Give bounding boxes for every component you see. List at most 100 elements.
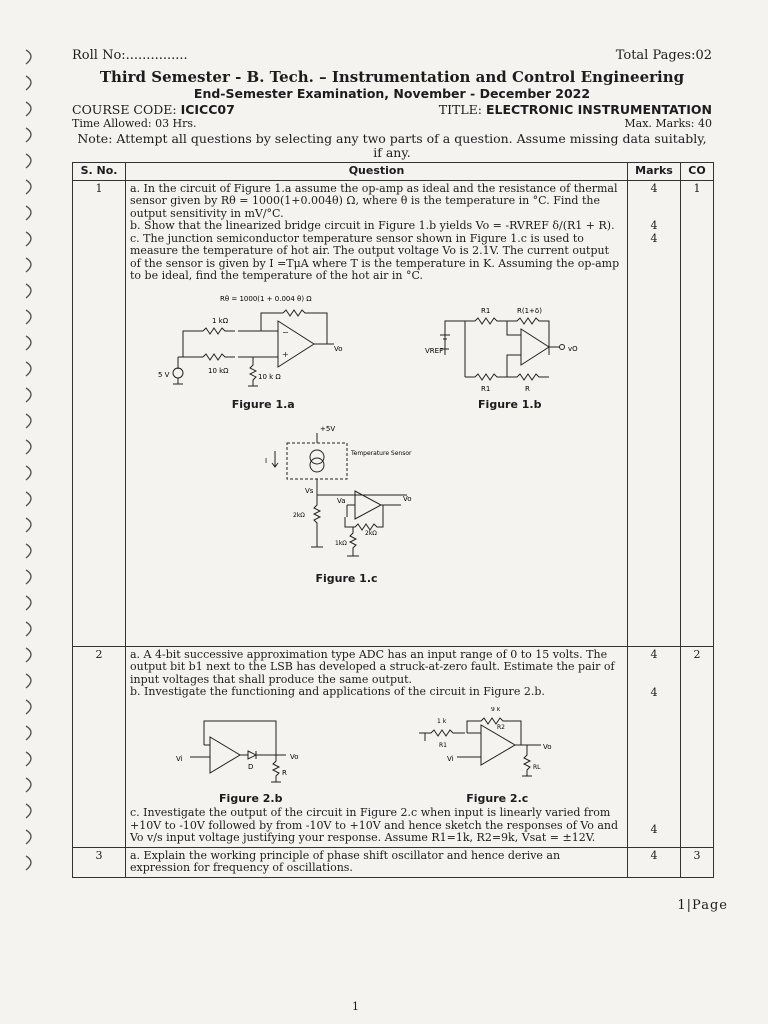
fig2c-r1-val: 1 k [437,718,447,725]
table-header-row: S. No. Question Marks CO [72,162,714,181]
fig2b-vi: Vi [176,755,183,763]
fig1a-r3: 10 k Ω [258,373,281,381]
figure-2c-circuit: 9 k R2 1 k R1 Vi RL Vo [419,707,552,776]
q1-figure-c: +5V Temperature Sensor I Vs Va Vo 2kΩ 2k… [130,421,623,586]
fig1b-r-bot: R [525,385,530,393]
figure-1c: +5V Temperature Sensor I Vs Va Vo 2kΩ 2k… [257,421,437,586]
q3-number: 3 [72,846,126,878]
total-pages: Total Pages:02 [615,48,712,63]
col-co: CO [680,162,714,181]
fig2c-vi: Vi [447,755,454,763]
figure-1b-caption: Figure 1.b [478,397,542,411]
fig2c-r2: R2 [497,724,505,731]
fig1a-out: Vo [334,345,343,353]
question-3-row: 3 a. Explain the working principle of ph… [72,846,714,878]
figure-2b-caption: Figure 2.b [219,791,283,805]
q2c-marks: 4 [650,822,658,836]
fig1c-ra: 2kΩ [293,512,305,519]
fig1c-va: Va [337,497,346,505]
figure-1a: Rθ = 1000(1 + 0.004 θ) Ω 1 kΩ 10 kΩ 10 k… [158,291,368,412]
fig1c-rc: 1kΩ [335,540,347,547]
q1-marks-gap-1 [632,195,676,208]
q2-marks: 4 4 4 [627,645,681,848]
q3-body: a. Explain the working principle of phas… [125,846,628,878]
q1a-marks: 4 [650,181,658,195]
course-code-label: COURSE CODE: [72,102,177,117]
fig1b-r1-bot: R1 [481,385,490,393]
col-question: Question [125,162,628,181]
figure-2c-caption: Figure 2.c [466,791,529,805]
course-title-block: TITLE: ELECTRONIC INSTRUMENTATION [439,102,712,117]
fig1c-supply: +5V [320,425,335,433]
course-code: ICICC07 [180,102,235,117]
fig2c-vo: Vo [543,743,552,751]
figure-2b: Vi D R Vo Figure 2.b [176,707,326,806]
q3-part-a: a. Explain the working principle of phas… [130,848,561,874]
q1b-marks: 4 [650,219,658,232]
q2a-marks: 4 [650,647,658,661]
roll-no: Roll No:............... [72,48,188,63]
fig2c-r1: R1 [439,742,447,749]
fig2c-r2-val: 9 k [491,707,501,713]
q2b-marks: 4 [650,686,658,699]
col-marks: Marks [627,162,681,181]
figure-2b-circuit: Vi D R Vo [176,720,299,782]
figure-1c-caption: Figure 1.c [315,572,378,585]
q1-body: a. In the circuit of Figure 1.a assume t… [125,179,628,647]
fig1c-vs: Vs [305,487,314,495]
instruction-note: Note: Attempt all questions by selecting… [77,131,707,160]
fig1c-current: I [265,457,267,465]
q3-co: 3 [680,846,714,878]
fig1b-out: vO [568,345,578,353]
fig1c-rb: 2kΩ [365,530,377,537]
course-row: COURSE CODE: ICICC07 TITLE: ELECTRONIC I… [72,102,712,117]
q1-part-c: c. The junction semiconductor temperatur… [130,231,620,282]
q2-part-c: c. Investigate the output of the circuit… [130,806,619,844]
fig1b-r-top: R(1+δ) [517,307,542,315]
q2-number: 2 [72,645,126,848]
q2-part-b: b. Investigate the functioning and appli… [130,685,545,698]
exam-session: End-Semester Examination, November - Dec… [193,86,591,101]
header-top-row: Roll No:............... Total Pages:02 [72,48,712,66]
max-marks: Max. Marks: 40 [624,117,712,130]
fig1c-sensor: Temperature Sensor [350,450,412,457]
svg-text:+: + [282,350,289,359]
fig1a-rtheta: Rθ = 1000(1 + 0.004 θ) Ω [220,295,312,303]
course-code-block: COURSE CODE: ICICC07 [72,102,235,117]
question-2-row: 2 a. A 4-bit successive approximation ty… [72,645,714,848]
fig2b-d: D [248,763,253,771]
q2-body: a. A 4-bit successive approximation type… [125,645,628,848]
q1-figures-ab: Rθ = 1000(1 + 0.004 θ) Ω 1 kΩ 10 kΩ 10 k… [130,291,623,412]
time-allowed: Time Allowed: 03 Hrs. [72,117,197,130]
fig1b-r1-top: R1 [481,307,490,315]
fig1a-r2: 10 kΩ [208,367,229,375]
fig2c-rl: RL [533,764,541,771]
course-title-label: TITLE: [438,102,482,117]
exam-title: Third Semester - B. Tech. – Instrumentat… [99,68,685,86]
figure-1c-circuit: +5V Temperature Sensor I Vs Va Vo 2kΩ 2k… [265,425,412,557]
figure-1b: R1 R(1+δ) R1 R VREF vO Figure 1.b [425,291,595,412]
fig1a-src: 5 V [158,371,170,379]
q1-part-a: a. In the circuit of Figure 1.a assume t… [130,181,618,220]
course-title: ELECTRONIC INSTRUMENTATION [485,102,712,117]
q2-part-a: a. A 4-bit successive approximation type… [130,647,615,686]
question-table: S. No. Question Marks CO 1 a. In the cir… [72,162,714,878]
fig2b-r: R [282,769,287,777]
q2-co: 2 [680,645,714,848]
fig1b-vref: VREF [425,347,443,355]
q1c-marks: 4 [650,231,658,245]
q1-part-b: b. Show that the linearized bridge circu… [130,219,615,232]
figure-1b-circuit: R1 R(1+δ) R1 R VREF vO [425,307,578,393]
figure-2c: 9 k R2 1 k R1 Vi RL Vo Figure 2.c [417,707,577,806]
q2-figures: Vi D R Vo Figure 2.b [130,707,623,806]
fig1c-out: Vo [403,495,412,503]
page-number: 1 [352,1000,359,1013]
time-marks-row: Time Allowed: 03 Hrs. Max. Marks: 40 [72,117,712,130]
question-1-row: 1 a. In the circuit of Figure 1.a assume… [72,179,714,647]
fig1a-r1: 1 kΩ [212,317,229,325]
q3-marks: 4 [627,846,681,878]
fig2b-vo: Vo [290,753,299,761]
q1-number: 1 [72,179,126,647]
svg-text:−: − [282,328,289,337]
q1-co: 1 [680,179,714,647]
